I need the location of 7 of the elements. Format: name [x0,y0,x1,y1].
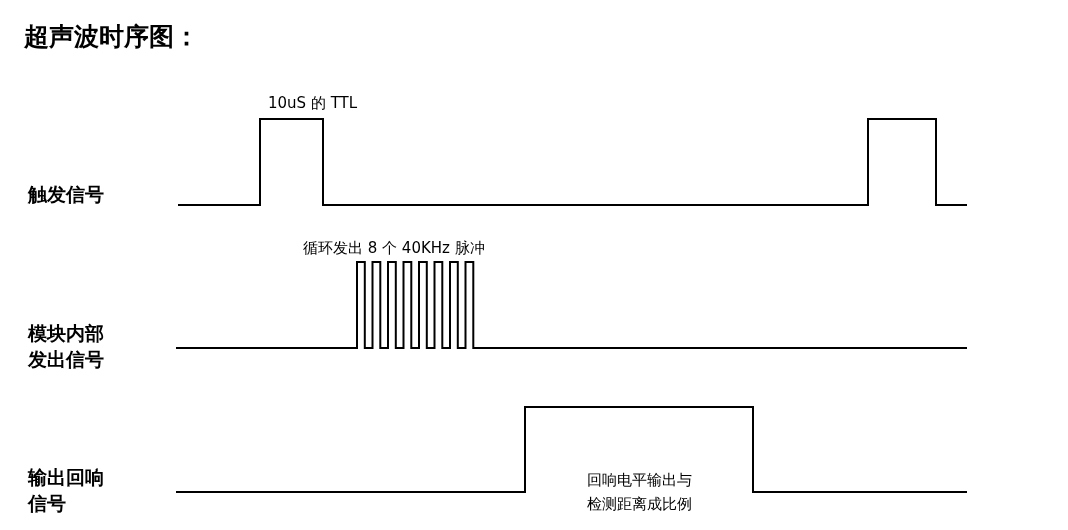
signal-name: 输出回响信号 [28,465,105,516]
pulse-label: 回响电平输出与检测距离成比例 [585,470,693,515]
pulse-label: 循环发出 8 个 40KHz 脉冲 [303,238,485,258]
title: 超声波时序图： [24,21,199,53]
signal-name: 模块内部发出信号 [28,321,105,372]
signal-name: 触发信号 [28,182,105,207]
pulse-label: 10uS 的 TTL [268,93,358,113]
